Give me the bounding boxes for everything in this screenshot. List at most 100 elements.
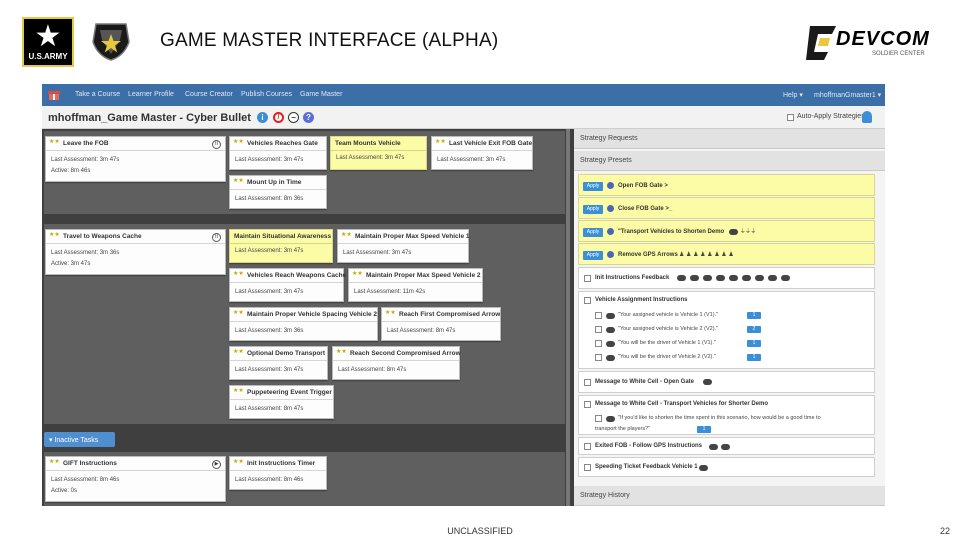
task-card-gift-instructions[interactable]: ★★GIFT Instructions▶ Last Assessment: 8m… bbox=[45, 456, 226, 502]
help-menu[interactable]: Help ▾ bbox=[783, 92, 803, 99]
vehicle-tag: 1 bbox=[747, 354, 761, 361]
line-checkbox[interactable] bbox=[595, 354, 602, 361]
preset-init-instructions-feedback[interactable]: Init Instructions Feedback bbox=[578, 267, 875, 289]
auto-apply-checkbox[interactable] bbox=[787, 114, 794, 121]
info-icon[interactable]: i bbox=[257, 112, 268, 123]
user-menu[interactable]: mhoffmanGmaster1 ▾ bbox=[814, 92, 882, 99]
devcom-logo-mark-icon bbox=[806, 26, 836, 60]
gear-icon bbox=[607, 251, 614, 258]
nav-publish-courses[interactable]: Publish Courses bbox=[241, 91, 292, 98]
task-card[interactable]: ★★Reach Second Compromised Arrow Last As… bbox=[332, 346, 461, 380]
task-card[interactable]: ★★Maintain Proper Vehicle Spacing Vehicl… bbox=[229, 307, 378, 341]
nav-game-master[interactable]: Game Master bbox=[300, 91, 343, 98]
preset-exited-fob[interactable]: Exited FOB - Follow GPS Instructions bbox=[578, 437, 875, 455]
play-button[interactable]: ▶ bbox=[212, 460, 221, 469]
tasks-scrollbar[interactable] bbox=[566, 129, 570, 506]
apply-button[interactable]: Apply bbox=[583, 205, 603, 214]
stop-icon[interactable]: / bbox=[273, 112, 284, 123]
task-card[interactable]: ★★Reach First Compromised Arrow Last Ass… bbox=[381, 307, 501, 341]
page-number: 22 bbox=[940, 526, 951, 536]
task-card[interactable]: ★★Mount Up in Time Last Assessment: 8m 3… bbox=[229, 175, 327, 209]
preset-transport-vehicles[interactable]: Apply "Transport Vehicles to Shorten Dem… bbox=[578, 220, 875, 242]
nav-take-a-course[interactable]: Take a Course bbox=[75, 91, 121, 98]
message-bubble-icon bbox=[606, 355, 615, 361]
right-header: Auto-Apply Strategies bbox=[570, 106, 885, 129]
task-card[interactable]: ★★Last Vehicle Exit FOB Gate Last Assess… bbox=[431, 136, 533, 170]
preset-white-cell-transport[interactable]: Message to White Cell - Transport Vehicl… bbox=[578, 395, 875, 435]
stars-icon: ★★ bbox=[341, 232, 352, 238]
gear-icon bbox=[607, 228, 614, 235]
nav-course-creator[interactable]: Course Creator bbox=[185, 91, 233, 98]
minus-circle-icon[interactable]: − bbox=[288, 112, 299, 123]
strategy-history-header[interactable]: Strategy History bbox=[574, 486, 885, 506]
message-bubble-icon bbox=[742, 275, 751, 281]
task-card[interactable]: ★★Optional Demo Transport Last Assessmen… bbox=[229, 346, 328, 380]
strategy-panel: Strategy Requests Strategy Presets Apply… bbox=[574, 129, 885, 506]
footer-classification: UNCLASSIFIED bbox=[447, 526, 513, 536]
gear-icon bbox=[607, 205, 614, 212]
message-bubble-icon bbox=[690, 275, 699, 281]
pause-button[interactable]: II bbox=[212, 140, 221, 149]
vehicle-tag: 2 bbox=[747, 326, 761, 333]
help-icon[interactable]: ? bbox=[303, 112, 314, 123]
us-army-logo: ★ U.S.ARMY bbox=[22, 17, 74, 67]
line-checkbox[interactable] bbox=[595, 415, 602, 422]
gift-logo-icon[interactable] bbox=[48, 89, 60, 101]
message-bubble-icon bbox=[606, 416, 615, 422]
line-checkbox[interactable] bbox=[595, 340, 602, 347]
message-bubble-icon bbox=[709, 444, 718, 450]
preset-remove-gps-arrows[interactable]: Apply Remove GPS Arrows ♟ ♟ ♟ ♟ ♟ ♟ ♟ ♟ bbox=[578, 243, 875, 265]
pause-button[interactable]: II bbox=[212, 233, 221, 242]
stars-icon: ★★ bbox=[49, 139, 60, 145]
devcom-subtext: SOLDIER CENTER bbox=[872, 51, 925, 57]
preset-checkbox[interactable] bbox=[584, 379, 591, 386]
task-card[interactable]: ★★Init Instructions Timer Last Assessmen… bbox=[229, 456, 327, 490]
army-star-icon: ★ bbox=[34, 20, 62, 53]
preset-checkbox[interactable] bbox=[584, 275, 591, 282]
line-checkbox[interactable] bbox=[595, 312, 602, 319]
preset-checkbox[interactable] bbox=[584, 443, 591, 450]
message-bubble-icon bbox=[606, 341, 615, 347]
task-card[interactable]: Maintain Situational Awareness Last Asse… bbox=[229, 229, 333, 263]
preset-open-fob-gate[interactable]: Apply Open FOB Gate > bbox=[578, 174, 875, 196]
stars-icon: ★★ bbox=[233, 139, 244, 145]
message-bubble-icon bbox=[729, 229, 738, 235]
strategy-requests-header[interactable]: Strategy Requests bbox=[574, 129, 885, 149]
message-bubble-icon bbox=[721, 444, 730, 450]
inactive-tasks-toggle[interactable]: ▾ Inactive Tasks bbox=[44, 432, 115, 447]
preset-speeding-ticket[interactable]: Speeding Ticket Feedback Vehicle 1 bbox=[578, 457, 875, 477]
stars-icon: ★★ bbox=[352, 271, 363, 277]
message-bubble-icon bbox=[781, 275, 790, 281]
task-card[interactable]: ★★Maintain Proper Max Speed Vehicle 2 La… bbox=[348, 268, 483, 302]
apply-button[interactable]: Apply bbox=[583, 228, 603, 237]
line-checkbox[interactable] bbox=[595, 326, 602, 333]
strategy-presets-header[interactable]: Strategy Presets bbox=[574, 151, 885, 171]
task-card[interactable]: ★★Vehicles Reach Weapons Cache Last Asse… bbox=[229, 268, 346, 302]
nav-learner-profile[interactable]: Learner Profile bbox=[128, 91, 174, 98]
preset-close-fob-gate[interactable]: Apply Close FOB Gate >_ bbox=[578, 197, 875, 219]
task-card[interactable]: ★★Maintain Proper Max Speed Vehicle 1 La… bbox=[337, 229, 470, 263]
preset-white-cell-open-gate[interactable]: Message to White Cell - Open Gate bbox=[578, 371, 875, 393]
preset-vehicle-assignment[interactable]: Vehicle Assignment Instructions "Your as… bbox=[578, 291, 875, 369]
preset-checkbox[interactable] bbox=[584, 401, 591, 408]
task-card[interactable]: Team Mounts Vehicle Last Assessment: 3m … bbox=[330, 136, 427, 170]
task-card[interactable]: ★★Puppeteering Event Trigger Last Assess… bbox=[229, 385, 334, 419]
person-download-icon: ⍊ ⍊ ⍊ bbox=[741, 228, 756, 234]
preset-checkbox[interactable] bbox=[584, 464, 591, 471]
stars-icon: ★★ bbox=[233, 271, 244, 277]
vehicle-tag: 1 bbox=[747, 312, 761, 319]
apply-button[interactable]: Apply bbox=[583, 182, 603, 191]
person-icons: ♟ ♟ ♟ ♟ ♟ ♟ ♟ ♟ bbox=[679, 252, 734, 258]
message-bubble-icon bbox=[606, 313, 615, 319]
devcom-logo-text: DEVCOM bbox=[836, 28, 930, 50]
apply-button[interactable]: Apply bbox=[583, 251, 603, 260]
stars-icon: ★★ bbox=[385, 310, 396, 316]
task-card[interactable]: ★★Vehicles Reaches Gate Last Assessment:… bbox=[229, 136, 327, 170]
message-bubble-icon bbox=[703, 275, 712, 281]
vehicle-tag: 1 bbox=[747, 340, 761, 347]
bell-icon[interactable] bbox=[862, 111, 872, 123]
preset-checkbox[interactable] bbox=[584, 297, 591, 304]
